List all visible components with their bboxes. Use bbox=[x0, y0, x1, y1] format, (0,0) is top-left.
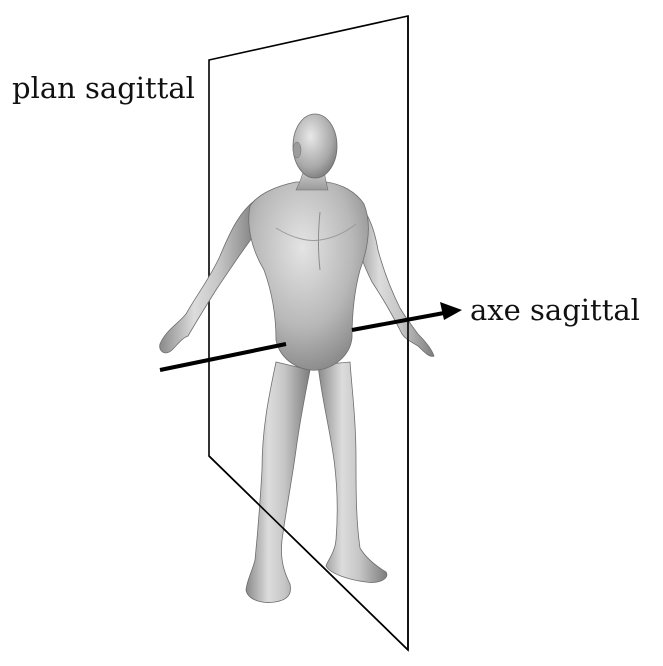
head bbox=[292, 113, 338, 179]
human-figure bbox=[159, 113, 435, 603]
left-leg bbox=[245, 361, 311, 603]
torso bbox=[248, 181, 369, 371]
sagittal-axis-arrow bbox=[159, 302, 462, 372]
right-arm bbox=[349, 195, 435, 357]
arrowhead-icon bbox=[440, 302, 462, 320]
right-leg bbox=[317, 361, 388, 583]
ear bbox=[292, 141, 302, 159]
plane-label: plan sagittal bbox=[12, 71, 195, 105]
plane-front-edge bbox=[208, 455, 409, 651]
axis-label: axe sagittal bbox=[470, 293, 640, 327]
left-arm bbox=[159, 197, 259, 354]
